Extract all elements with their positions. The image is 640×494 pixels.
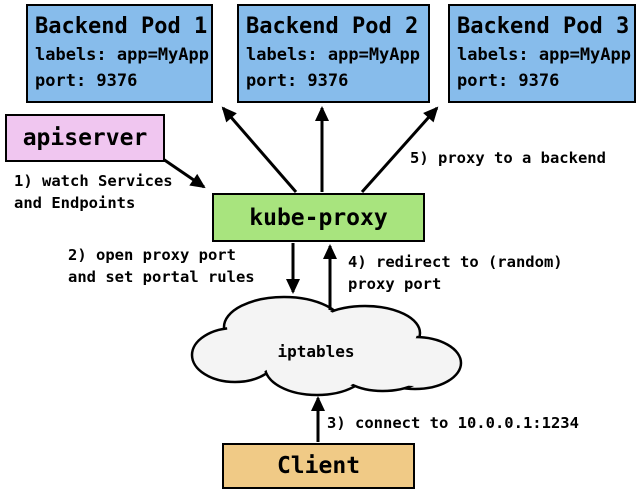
iptables-label: iptables [277, 342, 355, 361]
annotation-step2: 2) open proxy port and set portal rules [68, 245, 255, 288]
backend-pod-3-title: Backend Pod 3 [457, 14, 630, 39]
backend-pod-2-title: Backend Pod 2 [246, 14, 419, 39]
backend-pod-2-port: port: 9376 [246, 71, 349, 91]
annotation-step4-line1: 4) redirect to (random) [348, 253, 563, 271]
backend-pod-3-box: Backend Pod 3 labels: app=MyApp port: 93… [448, 4, 636, 103]
client-box: Client [222, 443, 415, 489]
apiserver-label: apiserver [22, 125, 148, 151]
apiserver-box: apiserver [5, 114, 165, 162]
backend-pod-3-port: port: 9376 [457, 71, 560, 91]
arrow-apiserver-to-kubeproxy [162, 157, 206, 189]
iptables-cloud-fill [195, 300, 458, 392]
annotation-step3: 3) connect to 10.0.0.1:1234 [327, 414, 579, 432]
annotation-step1-line1: 1) watch Services [14, 172, 173, 190]
kube-proxy-box: kube-proxy [212, 193, 425, 242]
backend-pod-1-box: Backend Pod 1 labels: app=MyApp port: 93… [26, 4, 213, 103]
annotation-step1-line2: and Endpoints [14, 193, 136, 212]
arrow-kubeproxy-to-pod1 [221, 106, 298, 193]
backend-pod-2-box: Backend Pod 2 labels: app=MyApp port: 93… [237, 4, 430, 103]
backend-pod-3-labels: labels: app=MyApp [457, 45, 631, 65]
backend-pod-1-title: Backend Pod 1 [35, 14, 208, 39]
client-label: Client [276, 453, 361, 479]
annotation-step4: 4) redirect to (random) proxy port [348, 252, 563, 295]
kube-proxy-label: kube-proxy [249, 204, 388, 231]
annotation-step4-line2: proxy port [348, 274, 442, 293]
annotation-step5: 5) proxy to a backend [410, 149, 606, 167]
annotation-step2-line2: and set portal rules [68, 267, 255, 286]
backend-pod-2-labels: labels: app=MyApp [246, 45, 420, 65]
annotation-step1: 1) watch Services and Endpoints [14, 171, 173, 214]
backend-pod-1-labels: labels: app=MyApp [35, 45, 209, 65]
annotation-step2-line1: 2) open proxy port [68, 246, 236, 264]
backend-pod-1-port: port: 9376 [35, 71, 138, 91]
arrow-kubeproxy-to-pod3 [360, 106, 439, 193]
